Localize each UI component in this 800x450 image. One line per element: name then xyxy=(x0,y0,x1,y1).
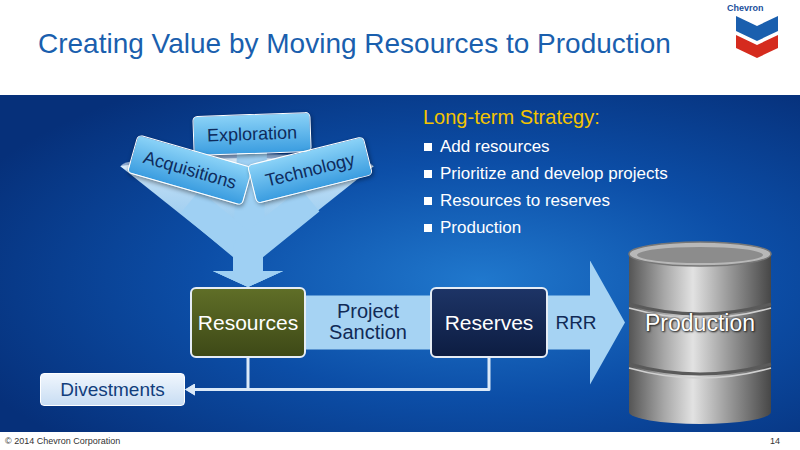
slide-title: Creating Value by Moving Resources to Pr… xyxy=(38,28,671,60)
copyright-note: © 2014 Chevron Corporation xyxy=(5,436,120,446)
strategy-heading: Long-term Strategy: xyxy=(423,106,600,129)
flow-connector xyxy=(306,296,430,350)
input-card: Exploration xyxy=(192,112,311,156)
strategy-item: Prioritize and develop projects xyxy=(440,164,668,184)
node-text: Divestments xyxy=(60,379,165,401)
flow-connector xyxy=(248,200,310,271)
node-text: Reserves xyxy=(445,311,534,335)
node-text: Technology xyxy=(263,149,356,191)
strategy-item: Resources to reserves xyxy=(440,191,610,211)
edge-label: Project Sanction xyxy=(313,301,423,344)
edge-label: RRR xyxy=(551,312,601,333)
strategy-item: Add resources xyxy=(440,137,550,157)
page-number: 14 xyxy=(770,436,780,446)
oil-barrel: Production xyxy=(625,238,775,428)
node-text: Exploration xyxy=(207,122,298,146)
node-text: Resources xyxy=(198,311,298,335)
logo-chevron-blue xyxy=(736,16,778,41)
logo-chevron-red xyxy=(736,35,778,58)
node-text: Production xyxy=(625,310,775,337)
process-box: Resources xyxy=(190,287,306,358)
process-box: Reserves xyxy=(430,287,548,358)
logo-text: Chevron xyxy=(727,3,764,13)
flow-connector xyxy=(195,358,489,390)
blue-panel xyxy=(0,95,800,432)
flow-connector xyxy=(195,358,248,390)
outcome-box: Divestments xyxy=(40,373,185,406)
strategy-item: Production xyxy=(440,218,521,238)
